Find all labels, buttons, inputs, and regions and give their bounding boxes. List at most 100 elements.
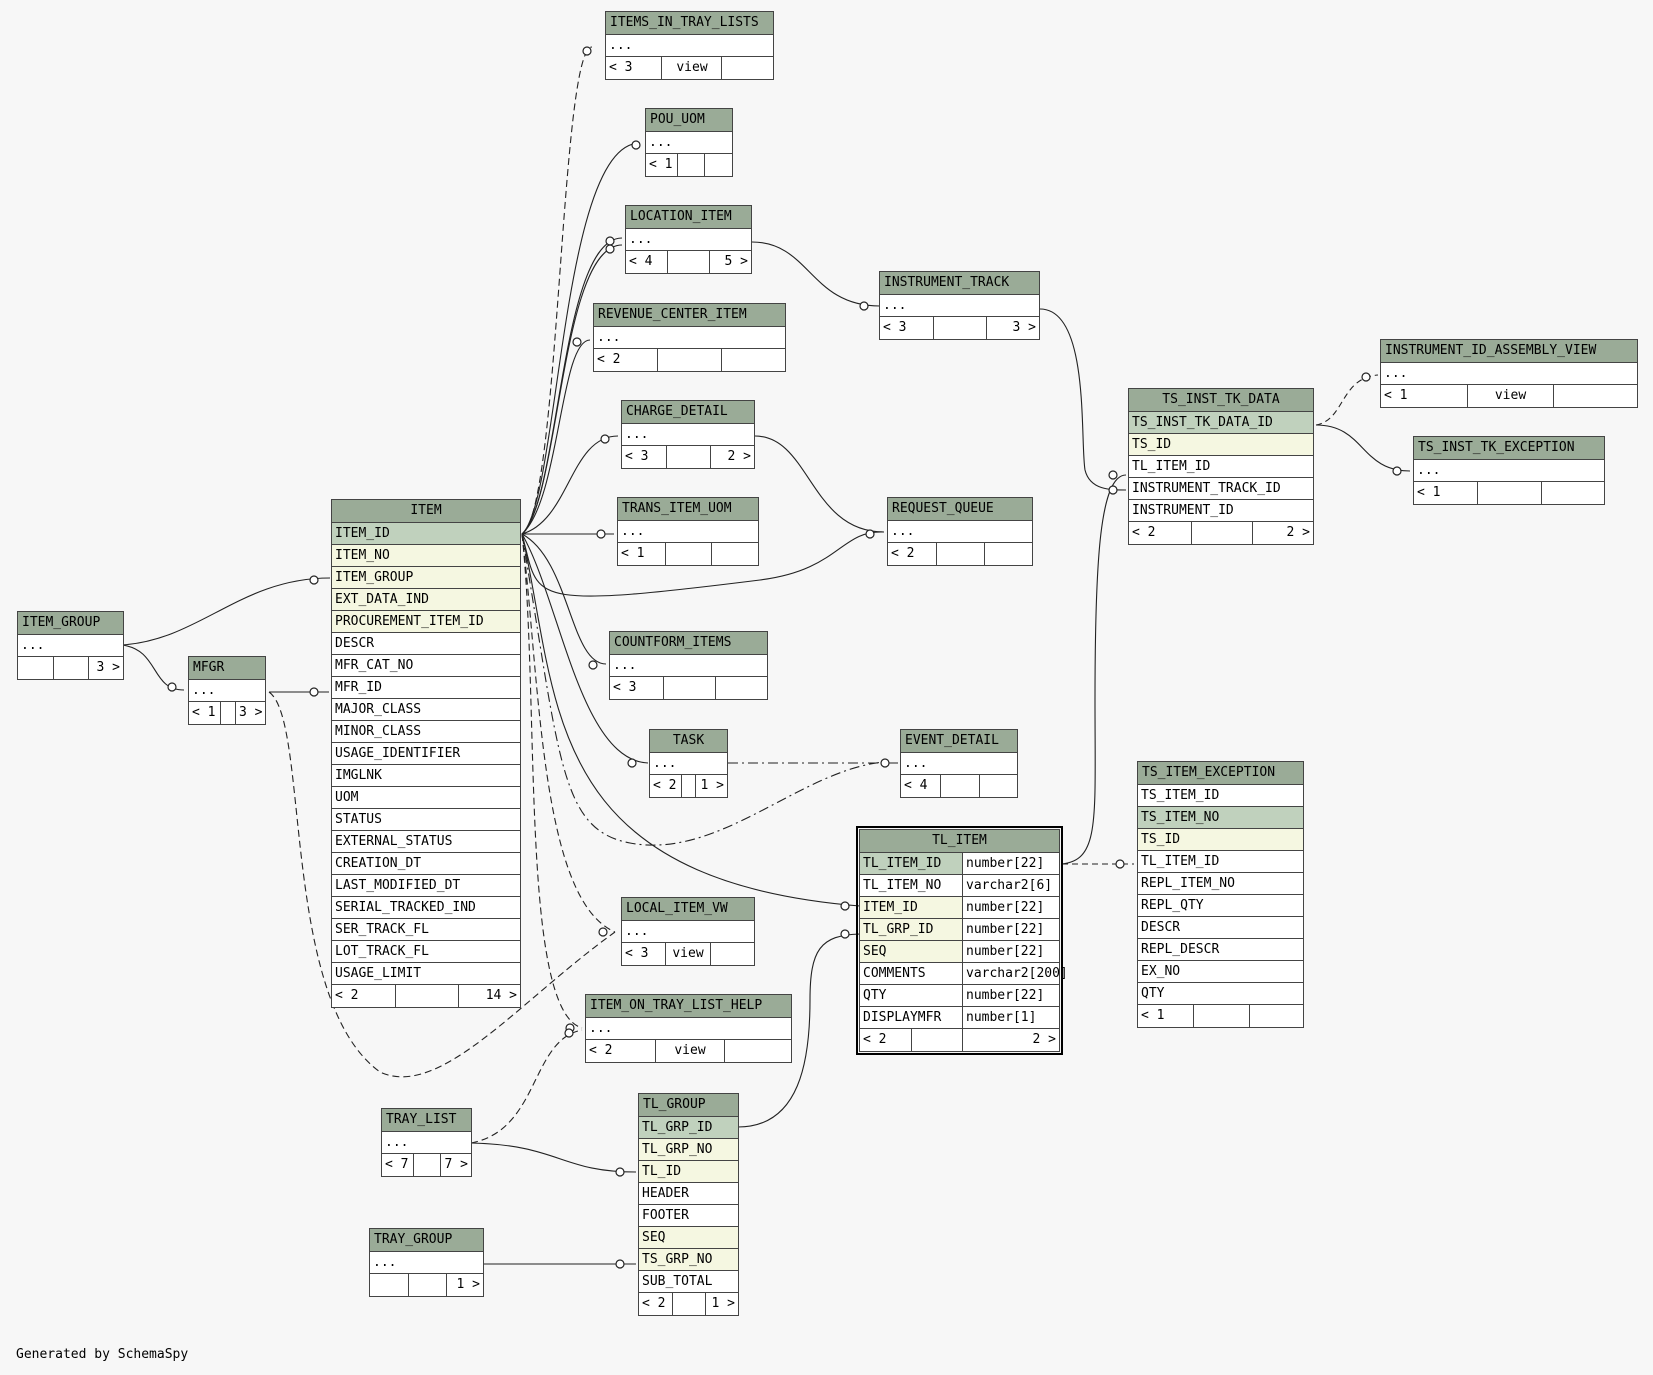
table-ts-inst-tk-data[interactable]: TS_INST_TK_DATA TS_INST_TK_DATA_ID TS_ID…	[1128, 388, 1314, 545]
parents-count[interactable]: < 2	[1129, 522, 1192, 544]
column-ts-item-no: TS_ITEM_NO	[1141, 810, 1220, 825]
children-count[interactable]	[984, 543, 1032, 565]
parents-count[interactable]: < 7	[382, 1154, 414, 1176]
table-header[interactable]: EVENT_DETAIL	[901, 730, 1017, 753]
table-tl-group[interactable]: TL_GROUP TL_GRP_ID TL_GRP_NO TL_ID HEADE…	[638, 1093, 739, 1316]
table-item-group[interactable]: ITEM_GROUP ... 3 >	[17, 611, 124, 680]
parents-count[interactable]: < 2	[639, 1293, 673, 1315]
parents-count[interactable]: < 2	[594, 349, 658, 371]
table-header[interactable]: INSTRUMENT_ID_ASSEMBLY_VIEW	[1381, 340, 1637, 363]
table-pou-uom[interactable]: POU_UOM ... < 1	[645, 108, 733, 177]
table-header[interactable]: REQUEST_QUEUE	[888, 498, 1032, 521]
table-header[interactable]: TASK	[650, 730, 727, 753]
table-header[interactable]: INSTRUMENT_TRACK	[880, 272, 1039, 295]
parents-count[interactable]: < 2	[586, 1040, 656, 1062]
children-count[interactable]: 1 >	[705, 1293, 738, 1315]
children-count[interactable]	[704, 154, 732, 176]
table-revenue-center-item[interactable]: REVENUE_CENTER_ITEM ... < 2	[593, 303, 786, 372]
children-count[interactable]: 1 >	[446, 1274, 483, 1296]
parents-count[interactable]: < 3	[622, 446, 667, 468]
table-header[interactable]: TS_INST_TK_EXCEPTION	[1414, 437, 1604, 460]
children-count[interactable]	[721, 57, 773, 79]
parents-count[interactable]: < 3	[622, 943, 666, 965]
table-header[interactable]: ITEM	[332, 500, 520, 523]
table-header[interactable]: ITEM_GROUP	[18, 612, 123, 635]
parents-count[interactable]: < 1	[1138, 1005, 1194, 1027]
table-trans-item-uom[interactable]: TRANS_ITEM_UOM ... < 1	[617, 497, 759, 566]
children-count[interactable]: 2 >	[962, 1029, 1059, 1051]
children-count[interactable]: 2 >	[710, 446, 754, 468]
children-count[interactable]: 7 >	[440, 1154, 471, 1176]
table-event-detail[interactable]: EVENT_DETAIL ... < 4	[900, 729, 1018, 798]
table-header[interactable]: REVENUE_CENTER_ITEM	[594, 304, 785, 327]
children-count[interactable]	[1541, 482, 1604, 504]
parents-count[interactable]: < 3	[606, 57, 662, 79]
parents-count[interactable]: < 2	[650, 775, 682, 797]
parents-count[interactable]: < 4	[626, 251, 668, 273]
table-ts-inst-tk-exception[interactable]: TS_INST_TK_EXCEPTION ... < 1	[1413, 436, 1605, 505]
table-header[interactable]: CHARGE_DETAIL	[622, 401, 754, 424]
parents-count[interactable]: < 1	[646, 154, 678, 176]
children-count[interactable]	[724, 1040, 791, 1062]
parents-count[interactable]: < 1	[1414, 482, 1478, 504]
table-request-queue[interactable]: REQUEST_QUEUE ... < 2	[887, 497, 1033, 566]
children-count[interactable]: 1 >	[695, 775, 727, 797]
table-header[interactable]: TRAY_GROUP	[370, 1229, 483, 1252]
children-count[interactable]	[711, 543, 758, 565]
children-count[interactable]	[721, 349, 785, 371]
table-header[interactable]: ITEMS_IN_TRAY_LISTS	[606, 12, 773, 35]
table-header[interactable]: TL_GROUP	[639, 1094, 738, 1117]
children-count[interactable]: 2 >	[1252, 522, 1313, 544]
children-count[interactable]	[710, 943, 754, 965]
table-item[interactable]: ITEM ITEM_ID ITEM_NO ITEM_GROUP EXT_DATA…	[331, 499, 521, 1008]
table-header[interactable]: TRAY_LIST	[382, 1109, 471, 1132]
children-count[interactable]: 3 >	[235, 702, 265, 724]
children-count[interactable]	[1249, 1005, 1303, 1027]
parents-count[interactable]: < 1	[189, 702, 221, 724]
table-header[interactable]: LOCATION_ITEM	[626, 206, 751, 229]
parents-count[interactable]: < 1	[618, 543, 666, 565]
children-count[interactable]: 3 >	[88, 657, 123, 679]
children-count[interactable]	[715, 677, 767, 699]
children-count[interactable]: 5 >	[709, 251, 751, 273]
column-seq: SEQ	[642, 1230, 666, 1245]
column-creation-dt: CREATION_DT	[335, 856, 422, 871]
table-header[interactable]: TL_ITEM	[860, 830, 1059, 853]
parents-count[interactable]: < 4	[901, 775, 941, 797]
children-count[interactable]: 14 >	[458, 985, 520, 1007]
children-count[interactable]: 3 >	[986, 317, 1039, 339]
children-count[interactable]	[979, 775, 1017, 797]
parents-count[interactable]	[18, 657, 54, 679]
table-tray-group[interactable]: TRAY_GROUP ... 1 >	[369, 1228, 484, 1297]
table-header[interactable]: TS_ITEM_EXCEPTION	[1138, 762, 1303, 785]
table-countform-items[interactable]: COUNTFORM_ITEMS ... < 3	[609, 631, 768, 700]
parents-count[interactable]	[370, 1274, 409, 1296]
table-header[interactable]: COUNTFORM_ITEMS	[610, 632, 767, 655]
table-ts-item-exception[interactable]: TS_ITEM_EXCEPTION TS_ITEM_ID TS_ITEM_NO …	[1137, 761, 1304, 1028]
table-header[interactable]: POU_UOM	[646, 109, 732, 132]
table-header[interactable]: LOCAL_ITEM_VW	[622, 898, 754, 921]
parents-count[interactable]: < 2	[332, 985, 396, 1007]
parents-count[interactable]: < 3	[610, 677, 664, 699]
children-count[interactable]	[1553, 385, 1637, 407]
table-header[interactable]: ITEM_ON_TRAY_LIST_HELP	[586, 995, 791, 1018]
column-ser-track-fl: SER_TRACK_FL	[335, 922, 429, 937]
parents-count[interactable]: < 2	[888, 543, 937, 565]
parents-count[interactable]: < 2	[860, 1029, 912, 1051]
table-header[interactable]: TRANS_ITEM_UOM	[618, 498, 758, 521]
table-header[interactable]: MFGR	[189, 657, 265, 680]
parents-count[interactable]: < 1	[1381, 385, 1468, 407]
parents-count[interactable]: < 3	[880, 317, 934, 339]
table-header[interactable]: TS_INST_TK_DATA	[1129, 389, 1313, 412]
